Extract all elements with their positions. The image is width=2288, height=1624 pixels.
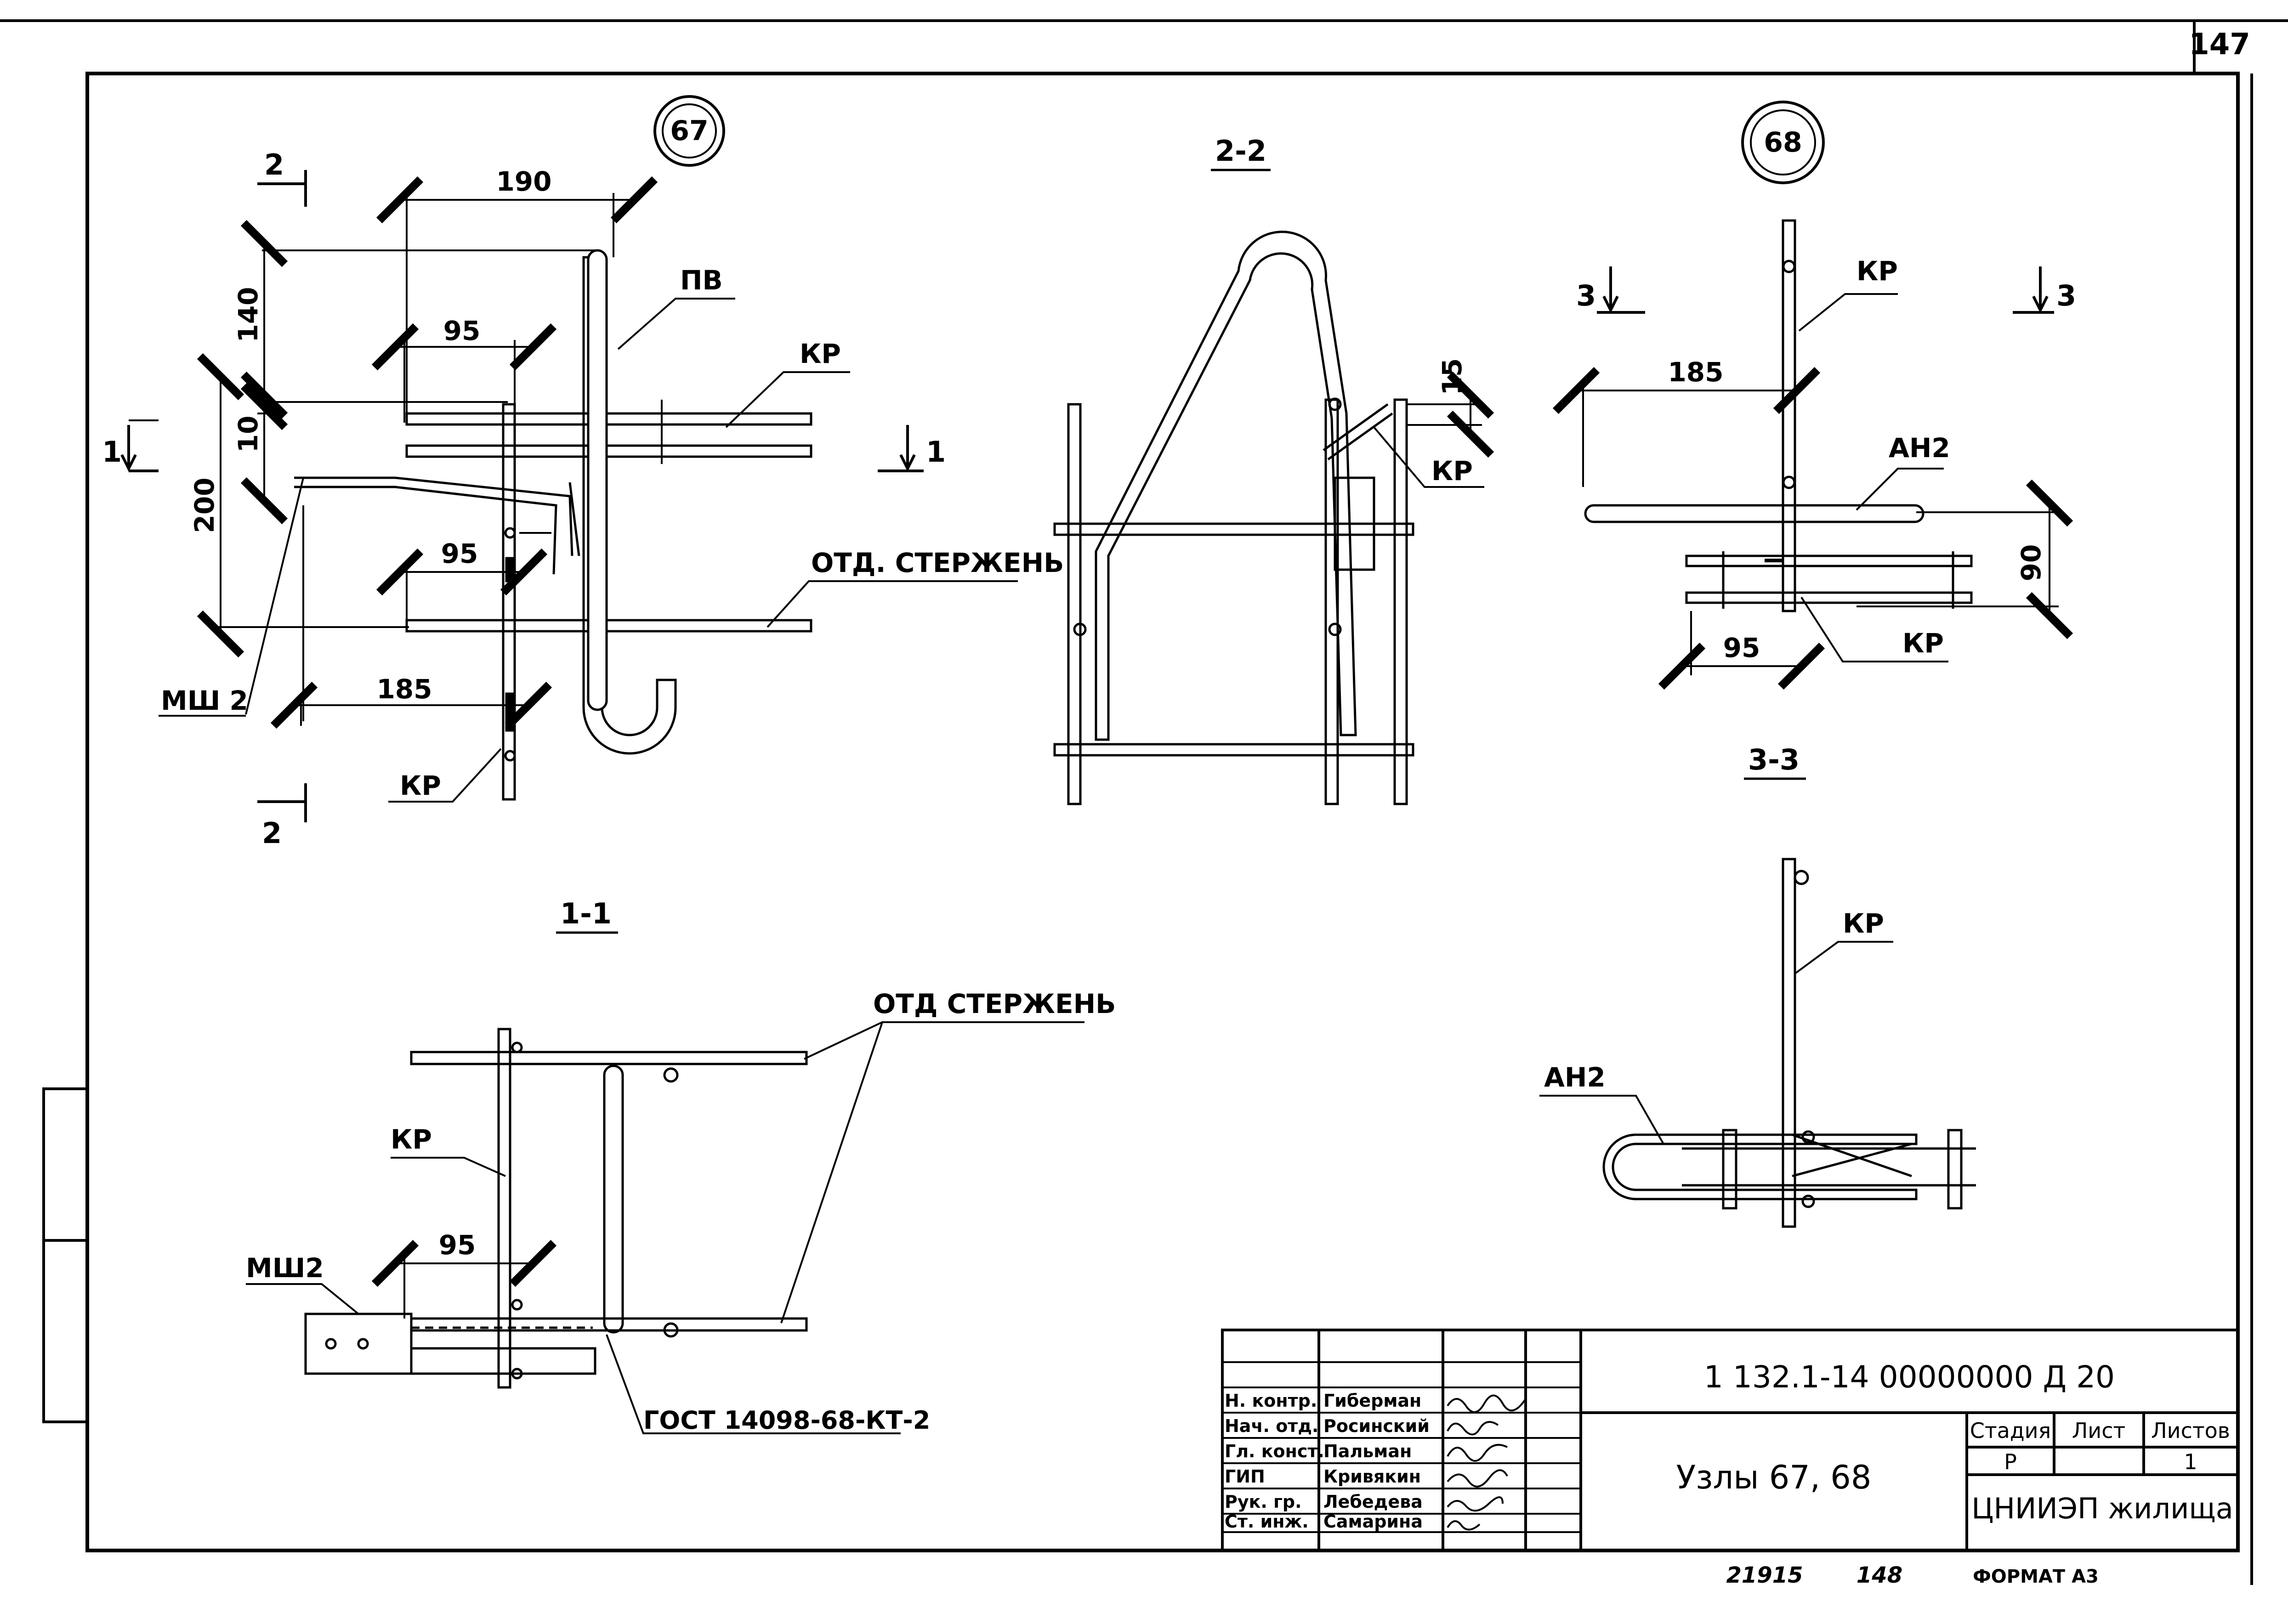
section-mark-1-right [878, 425, 924, 472]
section-1-1-bars [304, 1028, 808, 1389]
node-67-dimensions [197, 176, 658, 729]
sig-name: Росинский [1323, 1416, 1430, 1436]
label-otd-sterzhen-1-1: ОТД СТЕРЖЕНЬ [873, 988, 1116, 1019]
sig-name: Гиберман [1323, 1391, 1421, 1411]
label-kr-3-3: КР [1843, 908, 1884, 939]
dim-95-upper: 95 [443, 315, 481, 346]
label-otd-sterzhen-67: ОТД. СТЕРЖЕНЬ [811, 547, 1064, 578]
dim-15: 15 [1436, 358, 1468, 396]
section-2-2-view: 2-2 15 КР [1053, 134, 1494, 805]
section-3-3-leaders [1539, 941, 1893, 1144]
sig-name: Кривякин [1323, 1466, 1421, 1487]
section-2-2-dimension [1373, 371, 1494, 488]
bottom-number-mid: 148 [1857, 1562, 1902, 1588]
sig-role: Н. контр. [1225, 1391, 1317, 1411]
page-number: 147 [2189, 28, 2250, 62]
dim-95-1-1: 95 [439, 1229, 476, 1261]
stage-value: Р [2004, 1449, 2017, 1474]
section-mark-3-right [2013, 266, 2054, 314]
section-3-3-title: 3-3 [1748, 743, 1800, 776]
dim-190: 190 [496, 166, 551, 197]
section-mark-1-left-label: 1 [102, 435, 122, 469]
sig-role: Гл. конст. [1225, 1441, 1324, 1461]
format-label: ФОРМАТ А3 [1973, 1566, 2099, 1587]
label-kr-68-top: КР [1857, 255, 1898, 287]
node-67-bars [294, 249, 812, 801]
label-kr-67-top: КР [800, 338, 841, 369]
sheets-value: 1 [2184, 1449, 2197, 1474]
sheet-frame [0, 19, 2288, 1585]
node-callout-68-inner [1750, 109, 1816, 175]
node-68-dimensions [1552, 293, 2073, 690]
dim-90: 90 [2015, 544, 2047, 582]
node-callout-68 [1741, 101, 1825, 184]
section-2-2-bars [1053, 230, 1414, 805]
handwritten-signatures [1447, 1394, 1527, 1531]
label-msh2-1-1: МШ2 [246, 1252, 324, 1284]
title-block: 1 132.1-14 00000000 Д 20 Узлы 67, 68 Ста… [1221, 1329, 2239, 1552]
dim-140: 140 [233, 287, 264, 342]
section-3-3-bars [1602, 858, 1976, 1228]
label-msh2-67: МШ 2 [161, 685, 248, 716]
node-callout-67 [653, 95, 725, 167]
section-mark-1-right-label: 1 [926, 435, 946, 469]
section-1-1-title: 1-1 [560, 897, 612, 930]
section-mark-1-left [120, 419, 159, 472]
sig-role: Рук. гр. [1225, 1492, 1302, 1512]
dim-185-68: 185 [1668, 356, 1723, 388]
signature-rows: Н. контр. Гиберман Нач. отд. Росинский Г… [1225, 1391, 1430, 1532]
dim-95-68: 95 [1723, 632, 1760, 663]
dim-185: 185 [376, 673, 432, 705]
label-gost: ГОСТ 14098-68-КТ-2 [643, 1406, 930, 1435]
node-67-view: 67 2 2 1 1 [102, 95, 1064, 850]
sig-role: Ст. инж. [1225, 1511, 1309, 1532]
dim-95-lower: 95 [441, 538, 478, 569]
sig-role: Нач. отд. [1225, 1416, 1318, 1436]
section-mark-2-bottom-label: 2 [262, 816, 282, 850]
sheets-header: Листов [2151, 1418, 2230, 1443]
node-callout-67-inner [662, 103, 717, 158]
stage-header: Стадия [1970, 1418, 2051, 1443]
label-kr-1-1: КР [391, 1124, 432, 1155]
node-callout-67-label: 67 [670, 115, 709, 147]
label-kr-67-bottom: КР [400, 770, 441, 801]
label-ah2-3-3: АН2 [1544, 1062, 1606, 1093]
label-pv: ПВ [680, 265, 723, 296]
title-block-grid [1221, 1329, 2239, 1552]
section-mark-3-left-label: 3 [1576, 279, 1596, 312]
section-mark-2-top-label: 2 [264, 148, 284, 181]
section-mark-3-left [1597, 266, 1645, 314]
section-1-1-view: 1-1 ОТД СТЕРЖЕНЬ КР [246, 897, 1116, 1435]
bottom-number-left: 21915 [1726, 1562, 1803, 1588]
section-mark-3-right-label: 3 [2056, 279, 2076, 312]
node-68-view: 68 3 3 [1552, 101, 2076, 690]
doc-code: 1 132.1-14 00000000 Д 20 [1704, 1359, 2115, 1395]
sheet-header: Лист [2072, 1418, 2126, 1443]
sig-name: Пальман [1323, 1441, 1412, 1461]
sig-role: ГИП [1225, 1466, 1265, 1487]
label-kr-2-2: КР [1431, 455, 1473, 487]
section-mark-2-top [257, 170, 307, 207]
node-67-leaders [245, 298, 1018, 803]
node-callout-68-label: 68 [1764, 126, 1802, 158]
section-3-3-view: 3-3 КР АН2 [1539, 743, 1976, 1228]
label-kr-68-bottom: КР [1902, 628, 1944, 659]
section-1-1-dimensions [246, 1021, 1084, 1434]
organization: ЦНИИЭП жилища [1971, 1492, 2233, 1525]
label-ah2-68: АН2 [1889, 432, 1950, 464]
dim-200: 200 [189, 477, 220, 533]
dim-10: 10 [233, 416, 264, 453]
section-2-2-title: 2-2 [1215, 134, 1266, 168]
node-68-bars [1584, 219, 1973, 612]
sig-name: Лебедева [1323, 1492, 1423, 1512]
section-mark-2-bottom [257, 783, 307, 822]
sig-name: Самарина [1323, 1511, 1423, 1532]
drawing-title: Узлы 67, 68 [1676, 1459, 1872, 1496]
